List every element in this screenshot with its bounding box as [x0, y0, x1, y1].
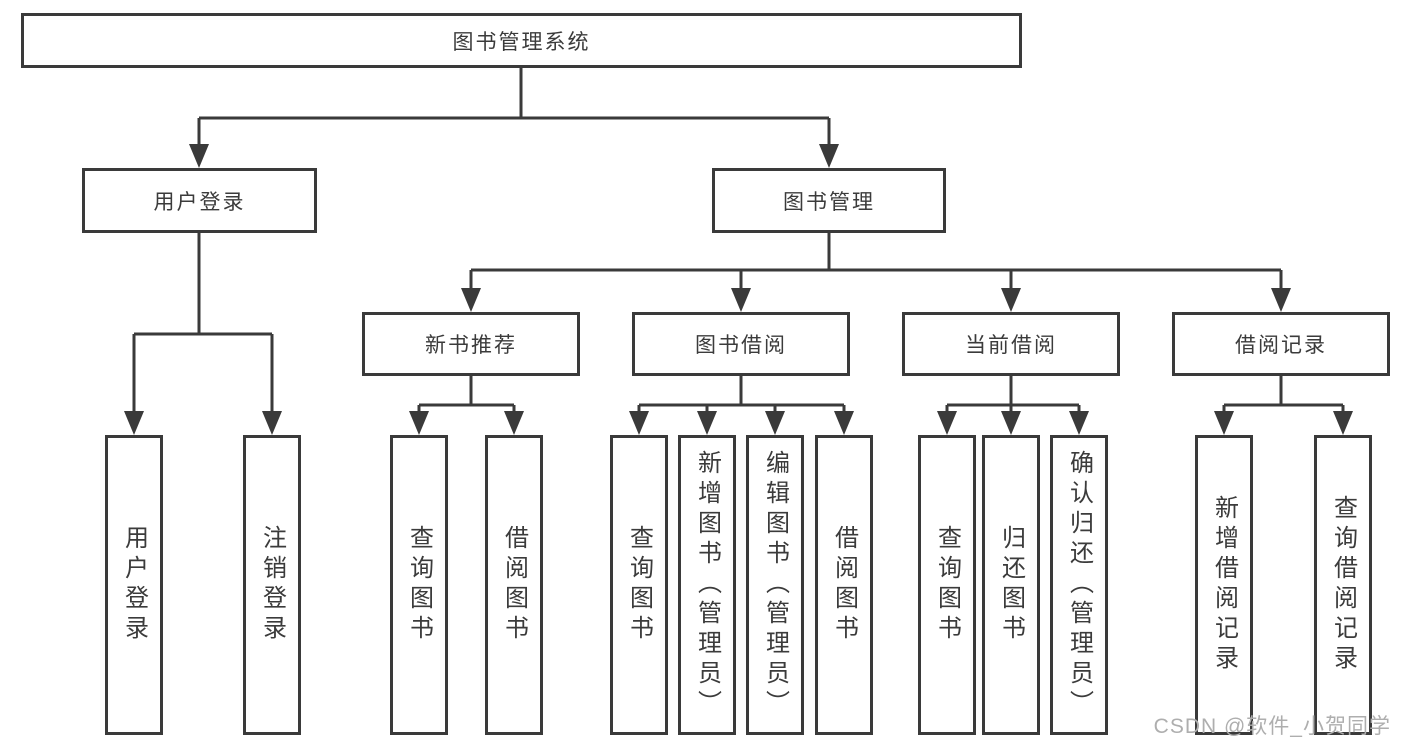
node-book-borrowing-label: 图书借阅 — [695, 334, 787, 357]
node-borrowing-records-label: 借阅记录 — [1235, 334, 1327, 357]
node-book-management-label: 图书管理 — [783, 190, 875, 214]
leaf-borrow-books-1-label: 借阅图书 — [500, 525, 528, 645]
leaf-confirm-return-label: 确认归还（管理员） — [1065, 450, 1093, 720]
leaf-confirm-return: 确认归还（管理员） — [1050, 435, 1108, 735]
leaf-logout: 注销登录 — [243, 435, 301, 735]
leaf-query-books-3: 查询图书 — [918, 435, 976, 735]
leaf-add-books-label: 新增图书（管理员） — [693, 450, 721, 720]
node-user-login: 用户登录 — [82, 168, 317, 233]
watermark: CSDN @软件_小贺同学 — [1153, 715, 1391, 738]
leaf-add-borrow-record-label: 新增借阅记录 — [1210, 495, 1238, 675]
leaf-query-books-3-label: 查询图书 — [933, 525, 961, 645]
leaf-query-books-1: 查询图书 — [390, 435, 448, 735]
leaf-return-books: 归还图书 — [982, 435, 1040, 735]
leaf-borrow-books-1: 借阅图书 — [485, 435, 543, 735]
node-current-borrowing-label: 当前借阅 — [965, 334, 1057, 357]
leaf-query-books-2: 查询图书 — [610, 435, 668, 735]
leaf-edit-books: 编辑图书（管理员） — [746, 435, 804, 735]
leaf-return-books-label: 归还图书 — [997, 525, 1025, 645]
leaf-query-books-1-label: 查询图书 — [405, 525, 433, 645]
leaf-query-borrow-record: 查询借阅记录 — [1314, 435, 1372, 735]
node-root-label: 图书管理系统 — [452, 30, 591, 54]
node-current-borrowing: 当前借阅 — [902, 312, 1120, 376]
node-book-borrowing: 图书借阅 — [632, 312, 850, 376]
node-borrowing-records: 借阅记录 — [1172, 312, 1390, 376]
leaf-add-books: 新增图书（管理员） — [678, 435, 736, 735]
node-user-login-label: 用户登录 — [153, 190, 246, 214]
leaf-user-login: 用户登录 — [105, 435, 163, 735]
leaf-user-login-label: 用户登录 — [120, 525, 148, 645]
node-new-book-recommend-label: 新书推荐 — [425, 334, 517, 357]
leaf-borrow-books-2-label: 借阅图书 — [830, 525, 858, 645]
leaf-query-borrow-record-label: 查询借阅记录 — [1329, 495, 1357, 675]
leaf-edit-books-label: 编辑图书（管理员） — [761, 450, 789, 720]
leaf-query-books-2-label: 查询图书 — [625, 525, 653, 645]
leaf-logout-label: 注销登录 — [258, 525, 286, 645]
leaf-borrow-books-2: 借阅图书 — [815, 435, 873, 735]
node-root: 图书管理系统 — [21, 13, 1022, 68]
arrowheads — [124, 144, 1353, 435]
leaf-add-borrow-record: 新增借阅记录 — [1195, 435, 1253, 735]
node-book-management: 图书管理 — [712, 168, 946, 233]
node-new-book-recommend: 新书推荐 — [362, 312, 580, 376]
